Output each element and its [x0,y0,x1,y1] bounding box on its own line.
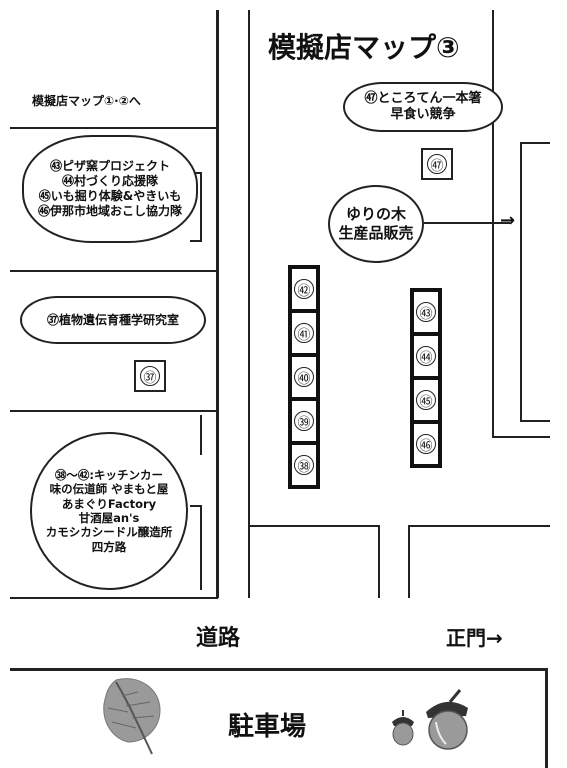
parking-label: 駐車場 [228,712,307,742]
oval-line: ㊸ピザ窯プロジェクト [49,159,170,173]
stall-number: ㊲ [140,366,160,386]
oval-line: あまぐりFactory [61,496,157,511]
left-notch-4 [200,415,202,455]
center-bottom-left-drop [378,525,380,598]
oval-line: ㊹村づくり応援隊 [61,174,158,188]
stall-number: ㊺ [416,390,436,410]
bottom-right-block-top [408,525,550,527]
leaf-icon [103,678,161,755]
stall-column-43-46: ㊸ ㊹ ㊺ ㊻ [410,288,442,468]
bottom-right-block-left [408,525,410,598]
plant-genetics-lab-oval: ㊲植物遺伝育種学研究室 [20,296,206,344]
stall-42[interactable]: ㊷ [292,269,316,313]
left-notch-5 [200,505,202,590]
stall-46[interactable]: ㊻ [414,424,438,464]
oval-line: ㊻伊那市地域おこし協力隊 [37,204,182,218]
stall-44[interactable]: ㊹ [414,336,438,380]
stall-number: ㊸ [416,302,436,322]
stall-number: ㊹ [416,346,436,366]
main-gate-label: 正門→ [446,626,503,650]
left-building-divider-1 [10,127,218,129]
left-building-divider-3 [10,410,218,412]
oval-line: 甘酒屋an's [78,511,140,525]
stall-47[interactable]: ㊼ [421,148,453,180]
small-acorn-icon [392,710,414,746]
center-right-wall [492,10,494,438]
yurinoki-arrow-line [424,222,510,224]
oval-line: 早食い競争 [390,107,456,122]
stall-45[interactable]: ㊺ [414,380,438,424]
parking-top [10,668,547,671]
center-right-bottom [492,436,550,438]
parking-right [545,668,548,768]
left-notch-3 [190,240,202,242]
left-building-divider-2 [10,270,218,272]
stall-38[interactable]: ㊳ [292,445,316,485]
yurinoki-produce-oval: ゆりの木 生産品販売 [328,185,424,263]
stall-43[interactable]: ㊸ [414,292,438,336]
left-notch-6 [190,505,202,507]
road-label: 道路 [196,626,241,651]
stall-column-38-42: ㊷ ㊶ ㊵ ㊴ ㊳ [288,265,320,489]
center-bottom-left [248,525,380,527]
stall-number: ㊵ [294,367,314,387]
oval-line: 味の伝道師 やまもと屋 [49,482,169,497]
tokoroten-contest-oval: ㊼ところてん一本箸 早食い競争 [343,82,503,132]
oval-line: カモシカシードル醸造所 [45,525,173,540]
right-building-top [520,142,550,144]
map-title: 模擬店マップ③ [268,31,460,64]
stall-number: ㊷ [294,279,314,299]
large-acorn-icon [426,689,468,750]
oval-line: ㊺いも掘り体験&やきいも [38,189,182,203]
yurinoki-arrow-head: → [500,210,516,231]
left-building-right-wall-top [216,10,219,598]
oval-line: ㊼ところてん一本箸 [364,90,482,106]
stall-number: ㊶ [294,323,314,343]
stall-number: ㊴ [294,411,314,431]
stall-number: ㊳ [294,455,314,475]
stall-40[interactable]: ㊵ [292,357,316,401]
stall-37[interactable]: ㊲ [134,360,166,392]
oval-line: ㊲植物遺伝育種学研究室 [46,312,179,327]
oval-line: 四方路 [91,539,127,554]
oval-line: ゆりの木 [345,205,406,224]
stall-number: ㊻ [416,434,436,454]
right-building-left [520,142,522,422]
kitchen-car-oval: ㊳〜㊷:キッチンカー 味の伝道師 やまもと屋 あまぐりFactory 甘酒屋an… [30,432,188,590]
oval-line: ㊳〜㊷:キッチンカー [54,467,164,482]
center-left-wall [248,10,250,598]
stalls-43-46-oval: ㊸ピザ窯プロジェクト ㊹村づくり応援隊 ㊺いも掘り体験&やきいも ㊻伊那市地域お… [22,135,198,243]
oval-line: 生産品販売 [338,224,414,242]
stall-number: ㊼ [427,154,447,174]
stall-39[interactable]: ㊴ [292,401,316,445]
right-building-bottom [520,420,550,422]
stall-41[interactable]: ㊶ [292,313,316,357]
left-notch-1 [200,172,202,242]
back-to-map-1-2-link[interactable]: 模擬店マップ①·②へ [32,94,141,108]
left-building-bottom [10,597,218,599]
